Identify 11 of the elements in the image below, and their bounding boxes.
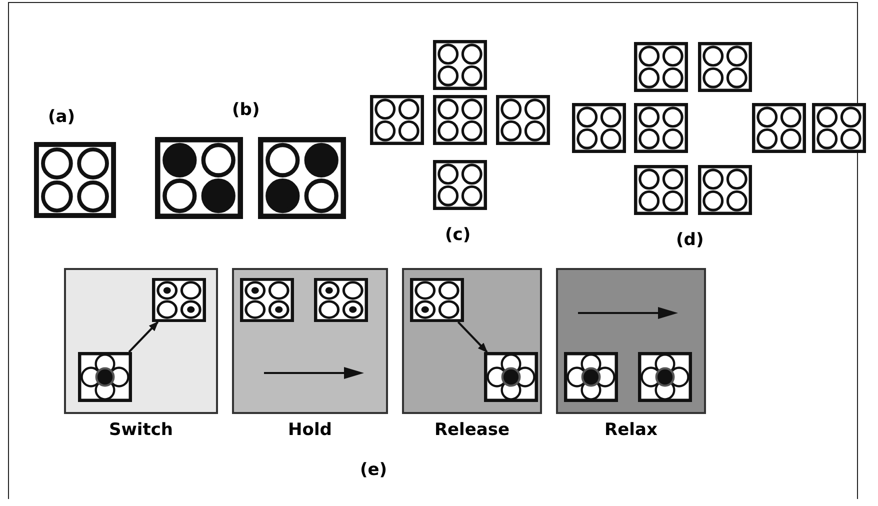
panel-label: (e) xyxy=(360,460,388,480)
stage-label: Release xyxy=(433,420,511,440)
panel-label: (c) xyxy=(445,225,471,245)
stage-label: Switch xyxy=(108,420,174,440)
stage-label: Hold xyxy=(287,420,333,440)
panel-label: (d) xyxy=(676,230,704,250)
panel-label: (b) xyxy=(232,100,260,120)
stage-label: Relax xyxy=(604,420,658,440)
panel-label: (a) xyxy=(48,107,76,127)
arrow xyxy=(457,321,488,353)
arrow xyxy=(128,321,159,353)
